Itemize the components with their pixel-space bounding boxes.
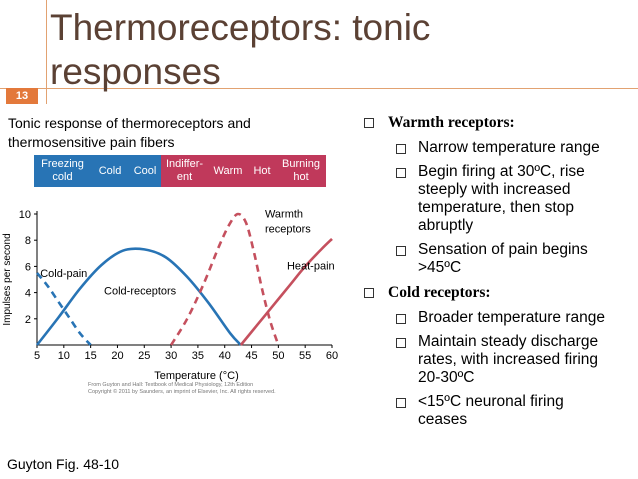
title-divider-line xyxy=(0,88,638,89)
bullet-box-icon xyxy=(396,338,406,348)
x-tick-label: 5 xyxy=(34,350,40,362)
x-tick-label: 35 xyxy=(192,350,204,362)
bullet-box-icon xyxy=(364,288,374,298)
annotation-warmth-line1: Warmth xyxy=(265,208,303,220)
annotation-cold-pain: Cold-pain xyxy=(40,268,87,280)
bullet-box-icon xyxy=(396,314,406,324)
annotation-heat-pain: Heat-pain xyxy=(287,261,335,273)
bullet-cold-item: Broader temperature range xyxy=(396,309,634,327)
x-tick-label: 30 xyxy=(165,350,177,362)
slide-title-line1: Thermoreceptors: tonic xyxy=(50,7,431,48)
x-tick-label: 50 xyxy=(272,350,284,362)
thermoreceptor-chart: 5 10 15 20 25 30 35 40 45 50 55 60 2 4 6 8 10 Impulses p… xyxy=(2,208,338,382)
y-tick-label: 8 xyxy=(25,235,31,247)
series-line-cold-pain xyxy=(35,272,92,346)
caption-line2: thermosensitive pain fibers xyxy=(8,134,175,150)
x-tick-label: 10 xyxy=(58,350,70,362)
y-tick-label: 2 xyxy=(25,314,31,326)
band-cool: Cool xyxy=(129,155,161,187)
bullet-box-icon xyxy=(396,246,406,256)
x-tick-label: 15 xyxy=(85,350,97,362)
x-tick-label: 55 xyxy=(299,350,311,362)
caption-line1: Tonic response of thermoreceptors and xyxy=(8,115,251,131)
annotation-cold-receptors: Cold-receptors xyxy=(104,286,177,298)
band-cold: Cold xyxy=(91,155,129,187)
bullet-box-icon xyxy=(364,118,374,128)
bullet-list: Warmth receptors: Narrow temperature ran… xyxy=(364,113,634,435)
slide-title-line2: responses xyxy=(50,51,221,92)
series-line-heat-pain xyxy=(239,237,333,346)
slide-number: 13 xyxy=(6,88,38,104)
bullet-box-icon xyxy=(396,168,406,178)
bullet-warmth-item: Sensation of pain begins>45ºC xyxy=(396,241,634,277)
x-tick-label: 40 xyxy=(219,350,231,362)
figure-source: Guyton Fig. 48-10 xyxy=(7,456,120,472)
band-indifferent: Indiffer-ent xyxy=(161,155,208,187)
x-tick-label: 20 xyxy=(111,350,123,362)
y-tick-label: 6 xyxy=(25,261,31,273)
annotation-warmth-line2: receptors xyxy=(265,223,311,235)
series-line-cold-receptors xyxy=(35,247,242,346)
x-tick-label: 25 xyxy=(138,350,150,362)
x-tick-label: 45 xyxy=(245,350,257,362)
band-warm: Warm xyxy=(208,155,248,187)
band-hot: Hot xyxy=(248,155,276,187)
x-tick-label: 60 xyxy=(326,350,338,362)
x-axis-label: Temperature (°C) xyxy=(154,370,238,382)
bullet-cold-heading: Cold receptors: xyxy=(364,283,634,303)
y-tick-label: 4 xyxy=(25,288,31,300)
slide-title: Thermoreceptors: tonic responses xyxy=(50,6,430,94)
title-accent-line xyxy=(46,0,47,104)
figure-caption: Tonic response of thermoreceptors and th… xyxy=(8,114,251,152)
bullet-warmth-item: Narrow temperature range xyxy=(396,139,634,157)
figure-credit: From Guyton and Hall: Textbook of Medica… xyxy=(88,382,276,395)
y-tick-label: 10 xyxy=(19,209,31,221)
series-line-warmth-receptors xyxy=(169,212,280,346)
y-axis-label: Impulses per second xyxy=(2,233,13,325)
bullet-box-icon xyxy=(396,144,406,154)
bullet-box-icon xyxy=(396,398,406,408)
bullet-warmth-heading: Warmth receptors: xyxy=(364,113,634,133)
